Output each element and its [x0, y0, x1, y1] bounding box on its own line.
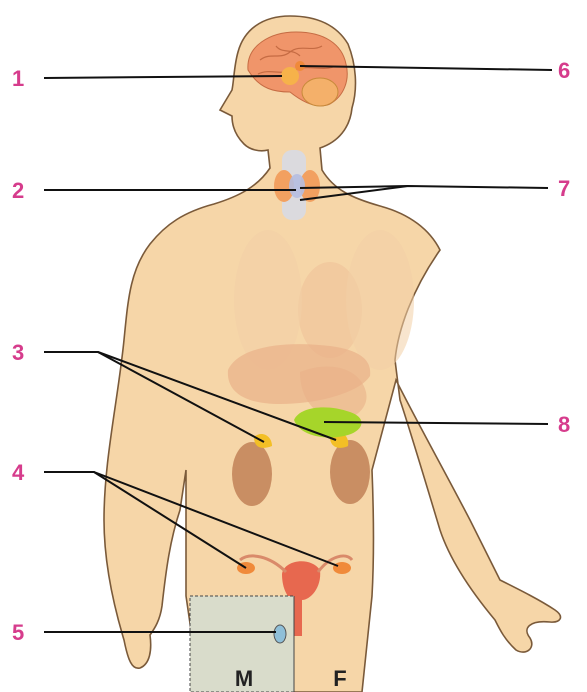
- kidney-right: [330, 440, 370, 504]
- inset-label-female: F: [333, 666, 346, 691]
- cerebellum: [302, 78, 338, 106]
- label-7: 7: [558, 176, 570, 201]
- label-8: 8: [558, 412, 570, 437]
- label-6: 6: [558, 58, 570, 83]
- testis: [274, 625, 286, 643]
- parathyroid-glands: [289, 174, 305, 198]
- label-5: 5: [12, 620, 24, 645]
- label-4: 4: [12, 460, 25, 485]
- lung-right: [346, 230, 414, 370]
- ovary-right: [333, 562, 351, 574]
- kidney-left: [232, 442, 272, 506]
- label-1: 1: [12, 66, 24, 91]
- pituitary-gland: [281, 67, 299, 85]
- label-3: 3: [12, 340, 24, 365]
- label-2: 2: [12, 178, 24, 203]
- inset-label-male: M: [235, 666, 253, 691]
